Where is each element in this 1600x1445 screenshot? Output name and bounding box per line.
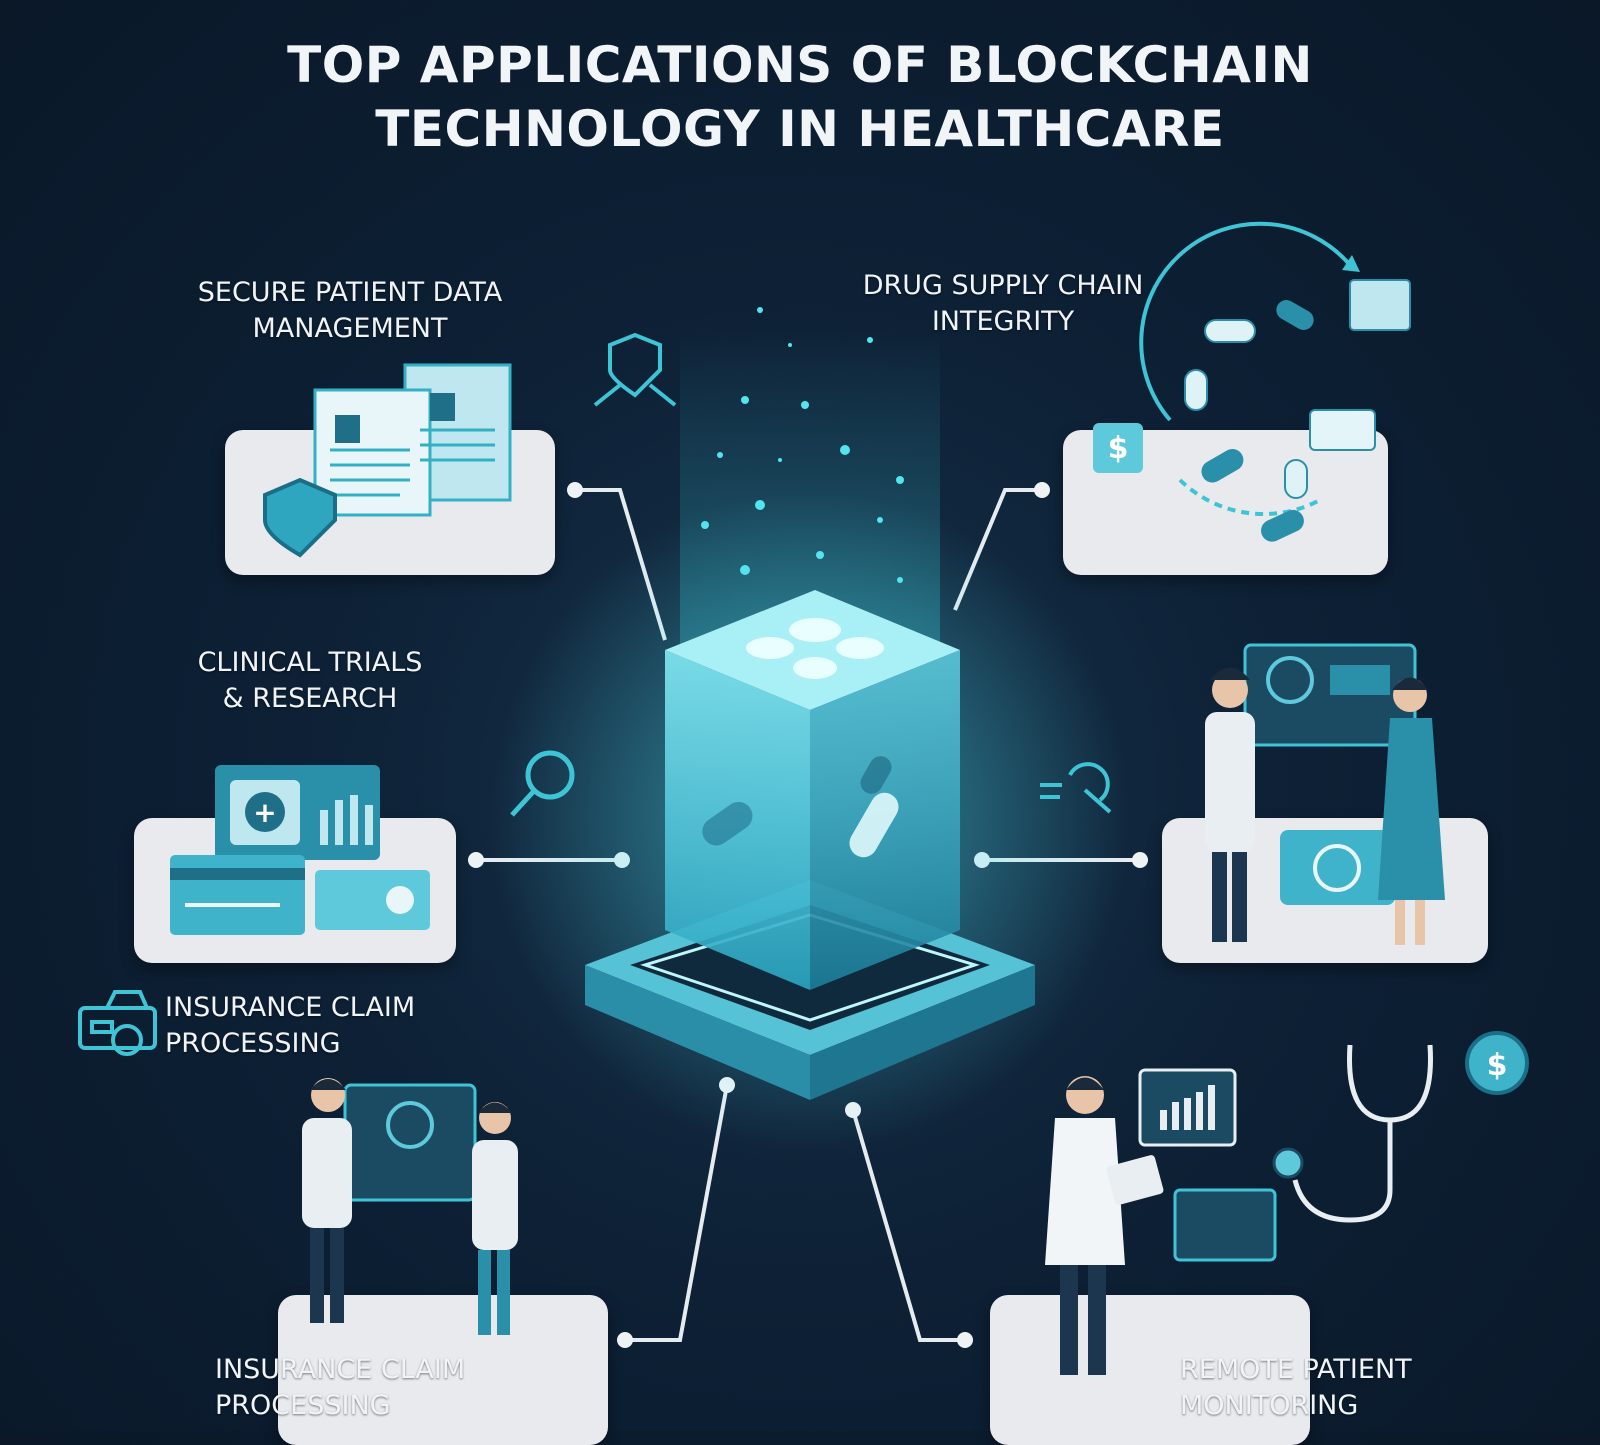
label-clinical: CLINICAL TRIALS & RESEARCH <box>160 645 460 717</box>
label-clinical-line1: CLINICAL TRIALS <box>197 647 423 678</box>
title-line-2: TECHNOLOGY IN HEALTHCARE <box>375 100 1225 158</box>
label-secure-data-line2: MANAGEMENT <box>252 313 448 344</box>
label-drug-supply-line1: DRUG SUPPLY CHAIN <box>862 270 1144 301</box>
connector-remote <box>851 1109 965 1342</box>
node-dot <box>1132 852 1148 868</box>
label-secure-data: SECURE PATIENT DATA MANAGEMENT <box>180 275 520 347</box>
label-clinical-line2: & RESEARCH <box>222 683 398 714</box>
label-remote: REMOTE PATIENT MONITORING <box>1180 1352 1440 1424</box>
camera-icon <box>78 990 157 1056</box>
card-remote <box>990 1295 1310 1445</box>
label-insurance-bottom-line2: PROCESSING <box>215 1390 391 1421</box>
node-dot <box>617 1332 633 1348</box>
particles <box>701 307 904 583</box>
connector-insurance-bottom <box>625 1084 729 1342</box>
coin-symbol: $ <box>1487 1048 1508 1083</box>
label-drug-supply-line2: INTEGRITY <box>931 306 1075 337</box>
label-insurance-bottom-line1: INSURANCE CLAIM <box>215 1354 466 1385</box>
node-dot <box>1034 482 1050 498</box>
label-insurance-mid-line1: INSURANCE CLAIM <box>165 992 416 1023</box>
blockchain-cube <box>665 590 960 990</box>
label-insurance-bottom: INSURANCE CLAIM PROCESSING <box>215 1352 495 1424</box>
dollar-symbol: $ <box>1108 431 1129 466</box>
node-dot <box>468 852 484 868</box>
wrench-icon <box>1040 762 1112 814</box>
label-drug-supply: DRUG SUPPLY CHAIN INTEGRITY <box>838 268 1168 340</box>
shield-icon <box>263 477 337 558</box>
magnifier-icon <box>510 750 575 817</box>
remote-monitoring-icon: $ <box>1045 1031 1529 1375</box>
label-secure-data-line1: SECURE PATIENT DATA <box>197 277 503 308</box>
pill-cycle-icon: $ <box>1093 221 1411 542</box>
clinical-dashboard-icon: + <box>170 765 430 935</box>
title-line-1: TOP APPLICATIONS OF BLOCKCHAIN <box>287 36 1313 94</box>
node-dot <box>567 482 583 498</box>
label-insurance-mid-line2: PROCESSING <box>165 1028 341 1059</box>
medical-records-icon <box>313 363 512 517</box>
label-remote-line1: REMOTE PATIENT <box>1180 1354 1412 1385</box>
svg-text:+: + <box>253 796 276 829</box>
node-dot <box>957 1332 973 1348</box>
research-team-icon <box>1205 643 1445 945</box>
security-shield-icon <box>593 332 677 407</box>
insurance-team-icon <box>302 1078 518 1335</box>
label-insurance-mid: INSURANCE CLAIM PROCESSING <box>165 990 445 1062</box>
label-remote-line2: MONITORING <box>1180 1390 1359 1421</box>
